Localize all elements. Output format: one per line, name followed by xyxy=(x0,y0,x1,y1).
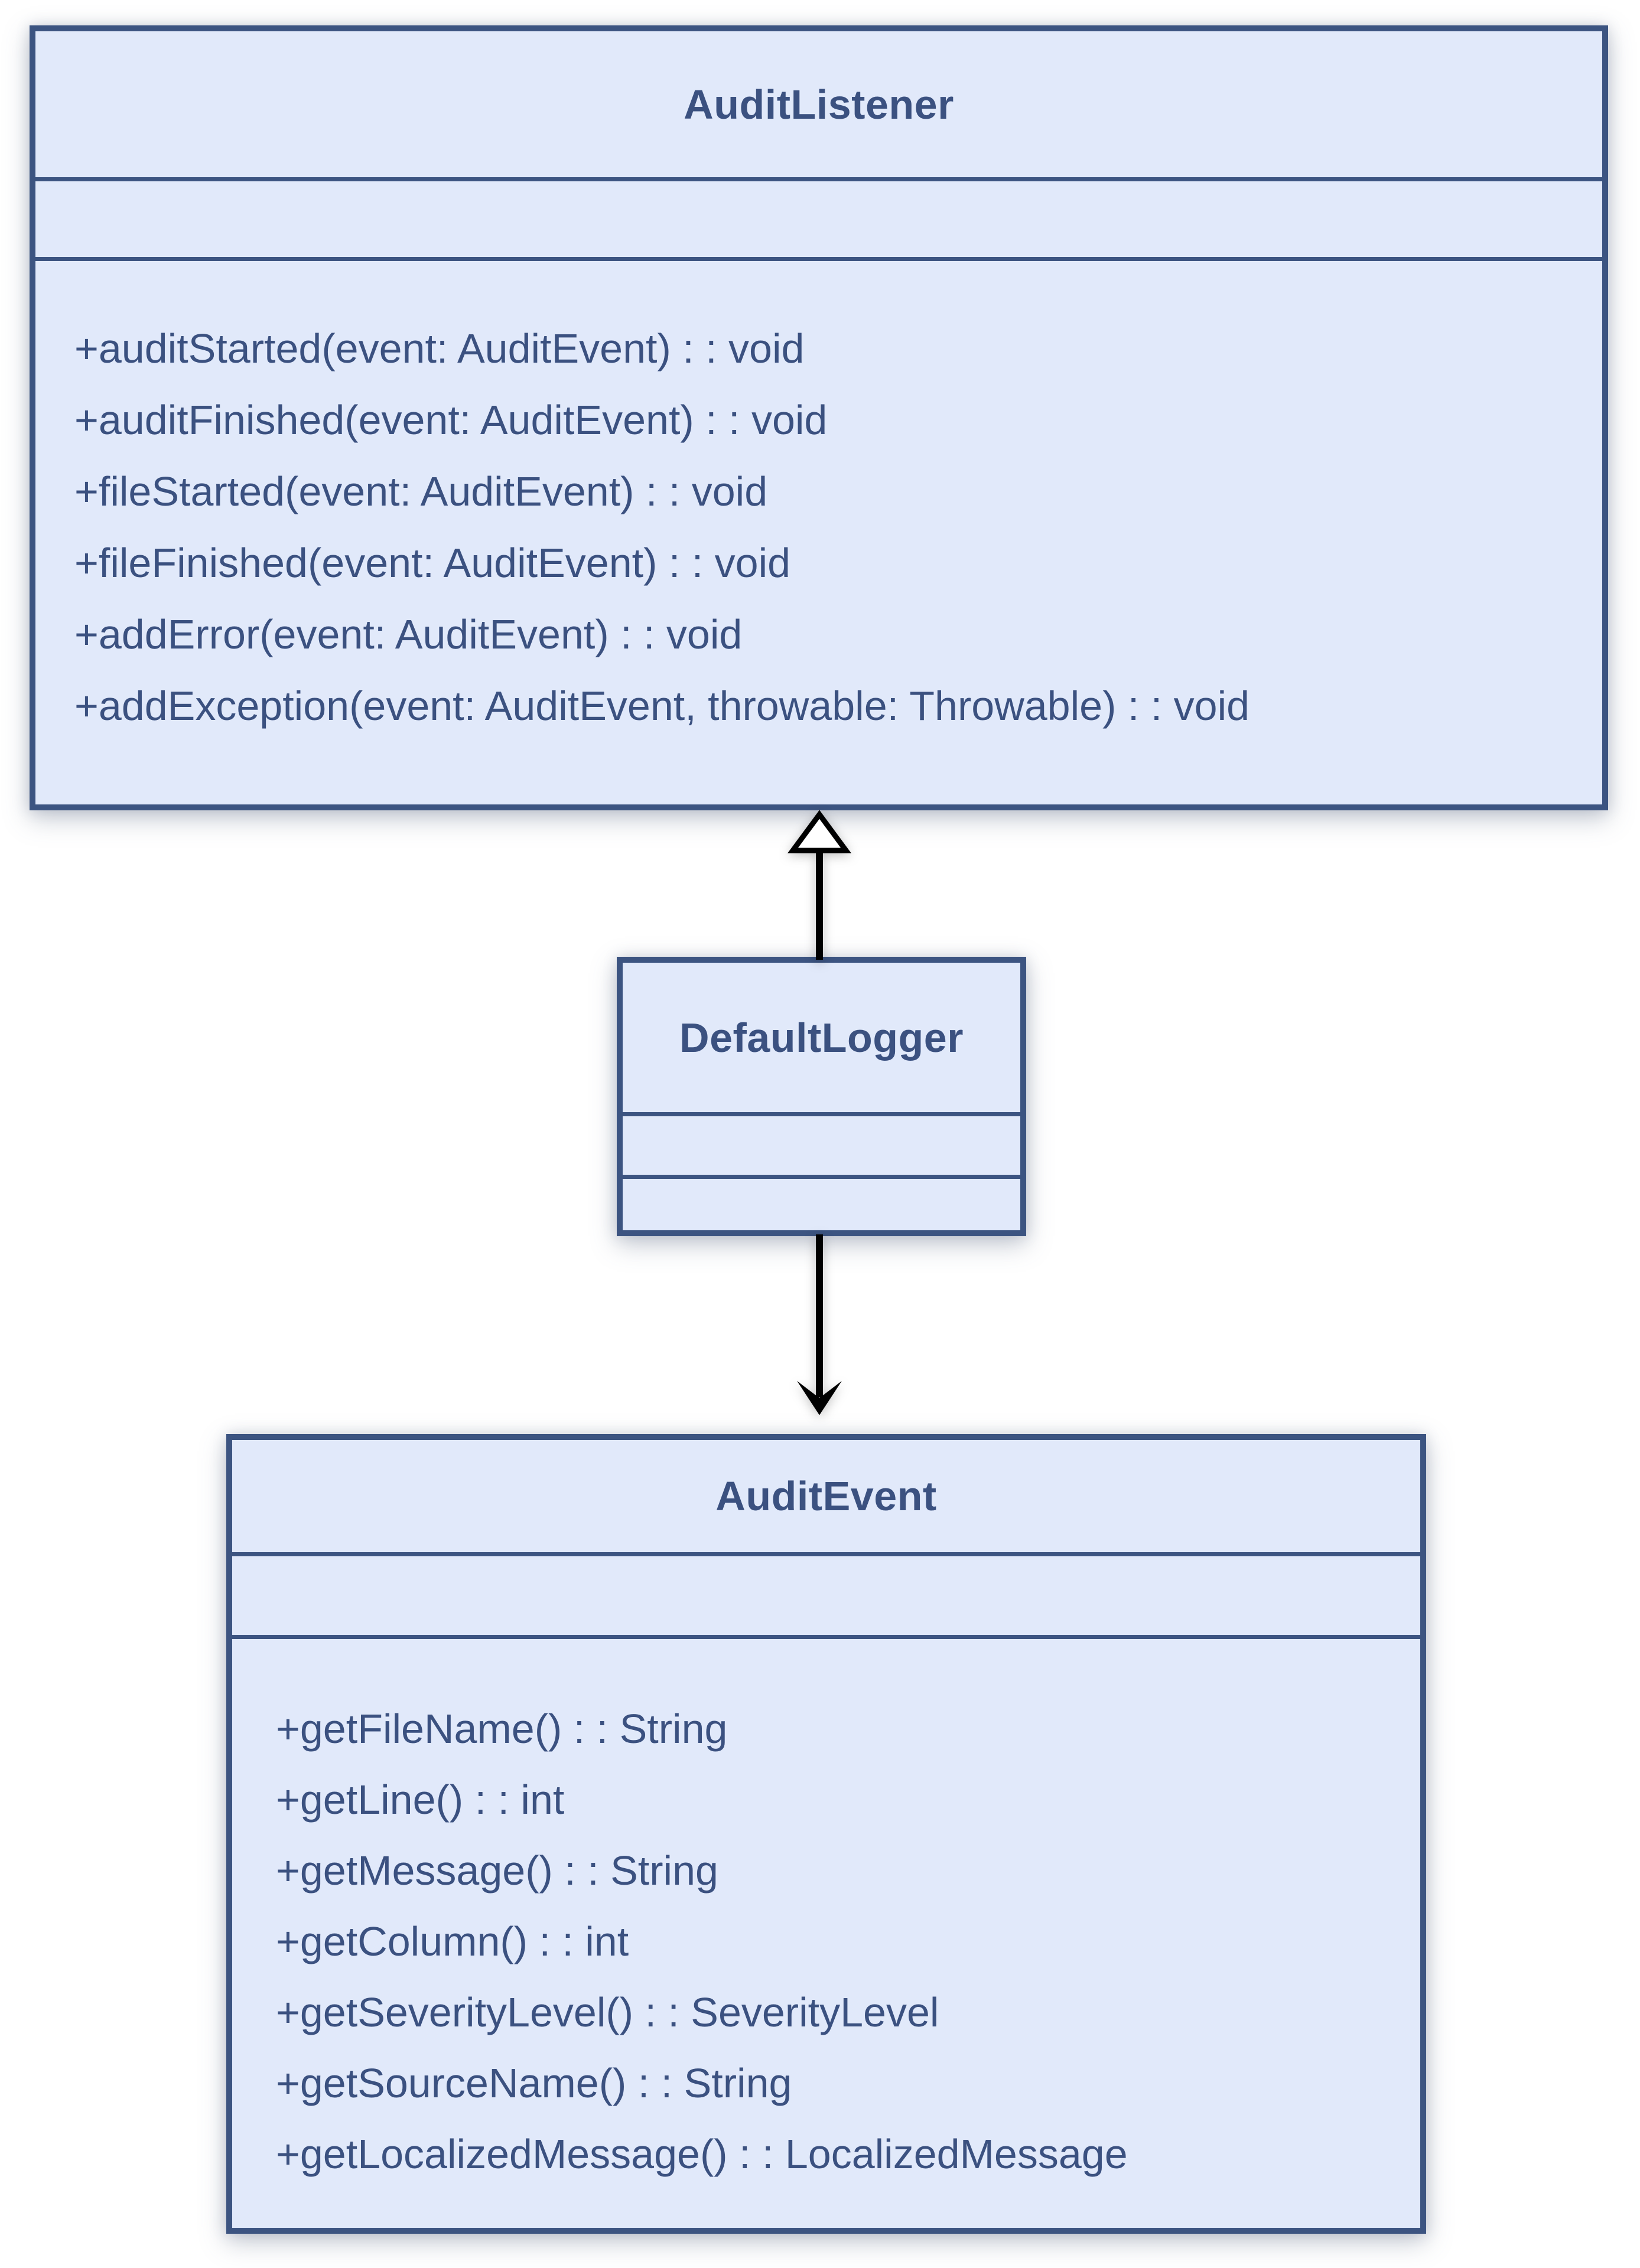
class-title-defaultlogger: DefaultLogger xyxy=(679,1014,964,1061)
methods-compartment-auditevent: +getFileName() : : String +getLine() : :… xyxy=(232,1635,1420,2228)
method-item: +getLocalizedMessage() : : LocalizedMess… xyxy=(276,2131,1128,2177)
class-box-auditevent: AuditEvent +getFileName() : : String +ge… xyxy=(226,1434,1426,2234)
method-item: +fileFinished(event: AuditEvent) : : voi… xyxy=(74,540,791,586)
method-item: +fileStarted(event: AuditEvent) : : void xyxy=(74,468,768,514)
class-title-auditevent: AuditEvent xyxy=(715,1473,937,1519)
methods-compartment-defaultlogger xyxy=(623,1175,1020,1230)
hollow-triangle-arrowhead-icon xyxy=(788,810,851,853)
attributes-compartment-auditlistener xyxy=(35,177,1602,257)
class-box-auditlistener: AuditListener +auditStarted(event: Audit… xyxy=(30,25,1608,810)
method-list: +auditStarted(event: AuditEvent) : : voi… xyxy=(35,261,1602,742)
class-box-defaultlogger: DefaultLogger xyxy=(617,957,1026,1236)
barbed-arrowhead-icon xyxy=(797,1381,842,1415)
attributes-compartment-defaultlogger xyxy=(623,1112,1020,1175)
class-title-auditlistener: AuditListener xyxy=(684,81,954,128)
method-item: +auditFinished(event: AuditEvent) : : vo… xyxy=(74,397,828,443)
method-item: +addException(event: AuditEvent, throwab… xyxy=(74,683,1250,729)
method-item: +getSeverityLevel() : : SeverityLevel xyxy=(276,1989,939,2035)
method-item: +getLine() : : int xyxy=(276,1777,565,1823)
methods-compartment-auditlistener: +auditStarted(event: AuditEvent) : : voi… xyxy=(35,257,1602,804)
method-item: +getFileName() : : String xyxy=(276,1706,728,1752)
method-item: +getSourceName() : : String xyxy=(276,2060,792,2106)
method-list: +getFileName() : : String +getLine() : :… xyxy=(232,1639,1420,2189)
attributes-compartment-auditevent xyxy=(232,1552,1420,1635)
method-item: +getColumn() : : int xyxy=(276,1918,629,1964)
method-item: +auditStarted(event: AuditEvent) : : voi… xyxy=(74,325,805,372)
method-item: +addError(event: AuditEvent) : : void xyxy=(74,611,743,657)
method-item: +getMessage() : : String xyxy=(276,1847,718,1894)
